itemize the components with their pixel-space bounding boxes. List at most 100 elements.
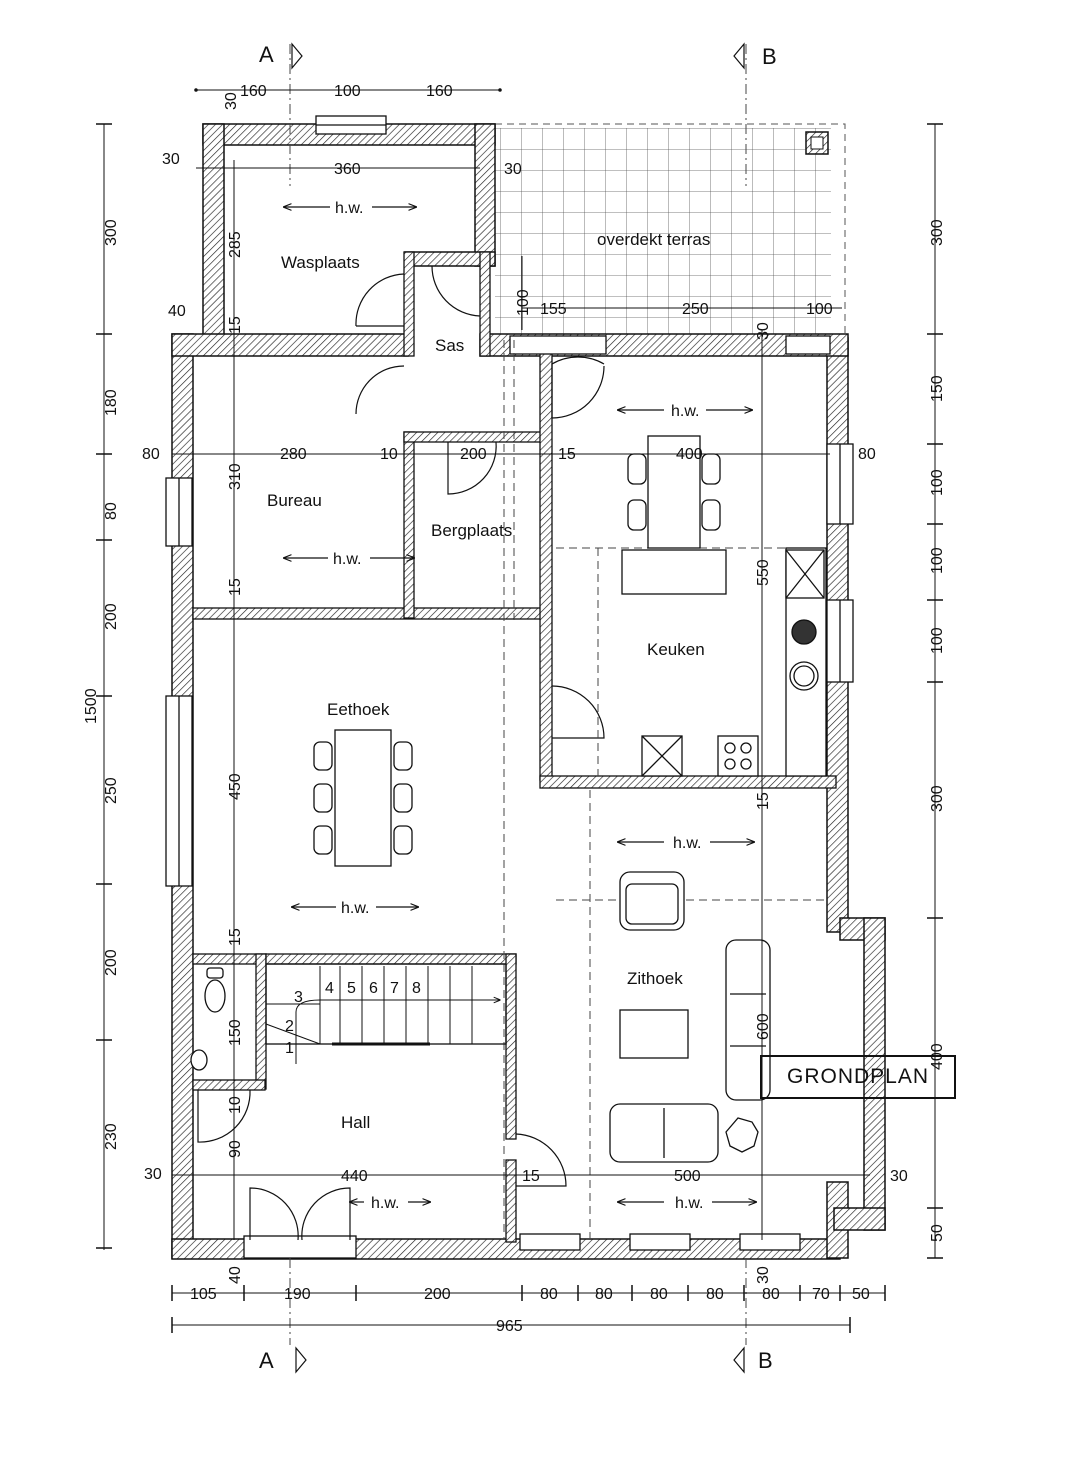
dim-text: 100 [334, 83, 361, 100]
dim-text: 80 [858, 446, 876, 463]
dim-text: 160 [240, 83, 267, 100]
dim-text: 300 [929, 785, 946, 812]
room-keuken: Keuken [647, 640, 705, 659]
dim-text: 10 [227, 1096, 244, 1114]
dim-text: 200 [103, 949, 120, 976]
section-b-top: B [762, 44, 777, 69]
dim-text: 300 [929, 219, 946, 246]
dim-text: 50 [929, 1224, 946, 1242]
dimension-texts: 160 100 160 30 360 30 40 155 250 100 80 … [142, 83, 908, 1335]
stair-step-number: 6 [369, 980, 378, 997]
room-sas: Sas [435, 336, 464, 355]
drawing-title: GRONDPLAN [760, 1055, 956, 1099]
dim-text: 285 [227, 231, 244, 258]
dim-text: 100 [929, 547, 946, 574]
dim-text: 440 [341, 1168, 368, 1185]
stair-step-number: 2 [285, 1018, 294, 1035]
furniture [190, 435, 827, 1163]
room-zithoek: Zithoek [627, 969, 683, 988]
hw-label: h.w. [671, 403, 699, 420]
hw-arrows [284, 207, 756, 1202]
room-wasplaats: Wasplaats [281, 253, 360, 272]
dim-text: 80 [650, 1286, 668, 1303]
dim-text: 965 [496, 1318, 523, 1335]
dim-text: 100 [806, 301, 833, 318]
room-overdekt-terras: overdekt terras [597, 230, 710, 249]
stair-step-number: 1 [285, 1040, 294, 1057]
dim-text: 200 [460, 446, 487, 463]
section-markers [291, 42, 745, 1374]
dim-text: 30 [223, 92, 240, 110]
dim-text: 90 [227, 1140, 244, 1158]
dim-text: 250 [682, 301, 709, 318]
dim-text: 40 [227, 1266, 244, 1284]
dim-text: 100 [929, 469, 946, 496]
dim-text: 155 [540, 301, 567, 318]
hw-label: h.w. [673, 835, 701, 852]
stair-step-number: 4 [325, 980, 334, 997]
hw-label: h.w. [335, 200, 363, 217]
dim-text: 80 [540, 1286, 558, 1303]
hw-label: h.w. [333, 551, 361, 568]
section-b-bottom: B [758, 1348, 773, 1373]
dim-text: 15 [227, 928, 244, 946]
dimension-lines [103, 88, 936, 1326]
room-eethoek: Eethoek [327, 700, 390, 719]
dim-text: 15 [227, 316, 244, 334]
dim-text: 310 [227, 463, 244, 490]
stair-step-number: 7 [390, 980, 399, 997]
dim-text: 30 [144, 1166, 162, 1183]
covered-terrace [495, 123, 846, 338]
section-a-top: A [259, 42, 274, 67]
dim-text: 100 [929, 627, 946, 654]
stair-step-number: 3 [294, 989, 303, 1006]
dim-text: 250 [103, 777, 120, 804]
doors [197, 265, 605, 1241]
dim-text: 180 [103, 389, 120, 416]
dim-text: 280 [280, 446, 307, 463]
dim-text: 30 [162, 151, 180, 168]
stair-step-number: 5 [347, 980, 356, 997]
dim-text: 105 [190, 1286, 217, 1303]
dim-text: 400 [676, 446, 703, 463]
section-a-bottom: A [259, 1348, 274, 1373]
room-bergplaats: Bergplaats [431, 521, 512, 540]
dim-text: 80 [103, 502, 120, 520]
dim-text: 30 [890, 1168, 908, 1185]
dim-text: 200 [103, 603, 120, 630]
dim-text: 360 [334, 161, 361, 178]
dim-text: 70 [812, 1286, 830, 1303]
dim-text: 80 [595, 1286, 613, 1303]
dim-text: 150 [227, 1019, 244, 1046]
dim-text: 160 [426, 83, 453, 100]
dim-text: 150 [929, 375, 946, 402]
dim-text: 80 [762, 1286, 780, 1303]
dim-text: 30 [504, 161, 522, 178]
windows [165, 115, 854, 1259]
dim-text: 80 [142, 446, 160, 463]
dim-text: 200 [424, 1286, 451, 1303]
dim-text: 600 [755, 1013, 772, 1040]
hw-label: h.w. [341, 900, 369, 917]
dim-text: 230 [103, 1123, 120, 1150]
dimension-ticks [96, 123, 943, 1333]
dim-text: 500 [674, 1168, 701, 1185]
dim-text: 550 [755, 559, 772, 586]
dim-text: 450 [227, 773, 244, 800]
dim-text: 15 [522, 1168, 540, 1185]
hw-label: h.w. [371, 1195, 399, 1212]
interior-walls [192, 251, 837, 1243]
dim-text: 190 [284, 1286, 311, 1303]
room-hall: Hall [341, 1113, 370, 1132]
stair-step-number: 8 [412, 980, 421, 997]
dim-text: 15 [227, 578, 244, 596]
dim-text: 1500 [83, 688, 100, 724]
vertical-dimension-texts: 30 285 15 100 30 310 15 550 15 450 15 15… [83, 92, 946, 1284]
dim-text: 10 [380, 446, 398, 463]
dim-text: 30 [755, 322, 772, 340]
dim-text: 100 [515, 289, 532, 316]
room-bureau: Bureau [267, 491, 322, 510]
dim-text: 40 [168, 303, 186, 320]
dim-text: 30 [755, 1266, 772, 1284]
